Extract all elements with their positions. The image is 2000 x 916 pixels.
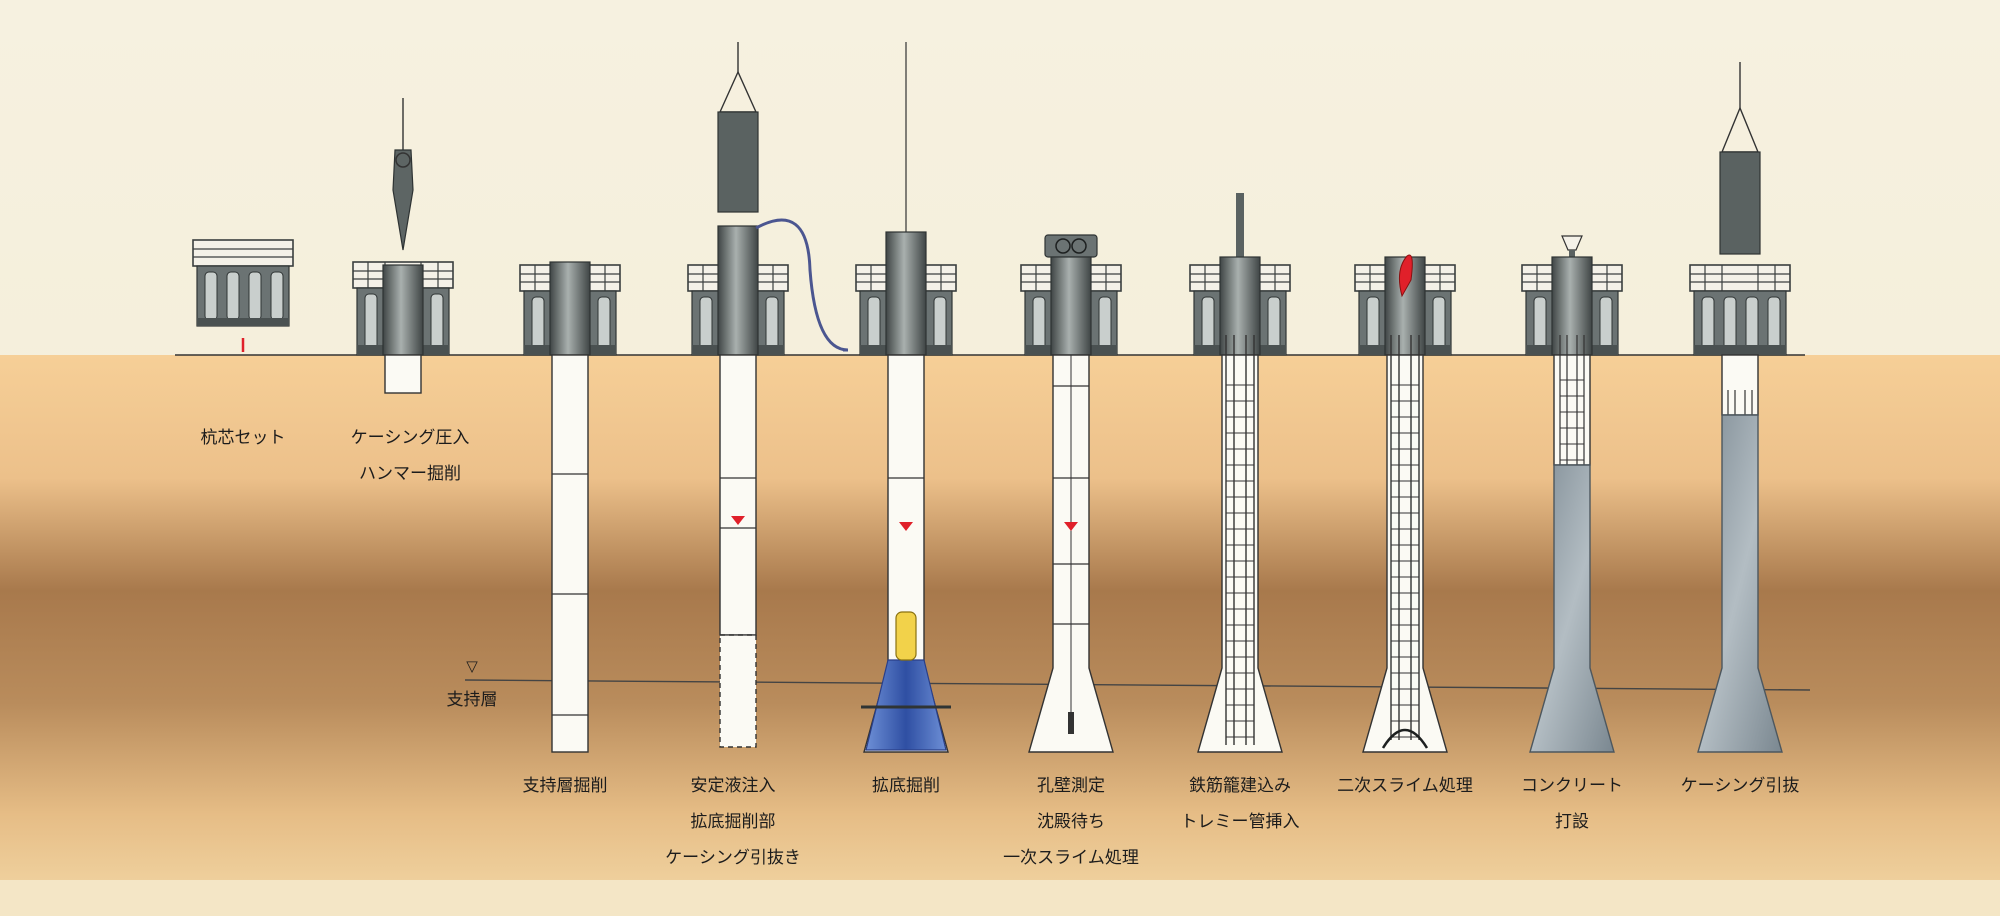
rig-cylinder — [1098, 296, 1112, 350]
step-label-2: ケーシング圧入ハンマー掘削 — [351, 420, 470, 492]
water-level-marker — [899, 522, 913, 531]
rig-cylinder — [867, 296, 881, 350]
rig-cylinder — [1723, 296, 1737, 350]
step-label-line: 支持層掘削 — [522, 776, 608, 796]
rig — [1689, 264, 1791, 356]
rig-cylinder — [933, 296, 947, 350]
step-label-line: 一次スライム処理 — [1003, 848, 1139, 868]
hammer-grab — [392, 149, 414, 251]
rig-cylinder — [1267, 296, 1281, 350]
rig-cylinder — [1701, 296, 1715, 350]
rig-cylinder — [1201, 296, 1215, 350]
casing — [885, 231, 927, 356]
bottom-band — [0, 880, 2000, 916]
ground-layer — [0, 355, 2000, 916]
tremie-pipe-top — [1236, 193, 1244, 303]
step-label-5: 拡底掘削 — [872, 768, 940, 804]
rig-cylinder — [1767, 296, 1781, 350]
bearing-layer-symbol: ▽ — [466, 657, 478, 675]
rig-cylinder — [364, 293, 378, 350]
step-label-4: 安定液注入拡底掘削部ケーシング引抜き — [665, 768, 801, 876]
rig-cylinder — [226, 271, 240, 321]
rig-cylinder — [1032, 296, 1046, 350]
stations-group — [192, 42, 1791, 753]
rig-cylinder — [270, 271, 284, 321]
concrete-body — [1529, 464, 1615, 753]
measuring-device — [1044, 234, 1098, 258]
hammer-weight — [717, 111, 759, 213]
casing — [717, 225, 759, 356]
step-label-1: 杭芯セット — [201, 420, 286, 456]
bearing-layer-label: 支持層 — [446, 690, 498, 710]
casing — [1050, 256, 1092, 356]
rig-frame — [192, 239, 294, 267]
step-label-line: トレミー管挿入 — [1180, 812, 1300, 832]
pile-hole-extension — [719, 634, 757, 748]
step-label-line: ケーシング引抜き — [665, 848, 801, 868]
step-label-line: 鉄筋籠建込み — [1189, 776, 1291, 796]
step-label-line: 打設 — [1555, 812, 1589, 832]
pile-hole — [1362, 354, 1448, 753]
casing — [549, 261, 591, 356]
step-label-line: 拡底掘削部 — [690, 812, 776, 832]
step-label-line: 孔壁測定 — [1036, 776, 1105, 796]
rig-cylinder — [1432, 296, 1446, 350]
rig-base — [1694, 345, 1786, 355]
rig-cylinder — [430, 293, 444, 350]
water-level-marker — [1064, 522, 1078, 531]
step-label-3: 支持層掘削 — [523, 768, 608, 804]
rig-cylinder — [531, 296, 545, 350]
pile-hole — [551, 354, 589, 753]
pile-hole — [719, 354, 757, 636]
pile-hole — [1197, 354, 1283, 753]
slurry-hose — [755, 218, 849, 352]
rig-cylinder — [699, 296, 713, 350]
suction-head — [1398, 254, 1413, 298]
step-label-10: ケーシング引抜 — [1681, 768, 1800, 804]
step-label-line: ケーシング引抜 — [1680, 776, 1800, 796]
step-label-6: 孔壁測定沈殿待ち一次スライム処理 — [1003, 768, 1139, 876]
rig-cylinder — [597, 296, 611, 350]
rig-base — [197, 318, 289, 326]
reel — [1055, 238, 1071, 254]
casing — [1551, 256, 1593, 356]
rig-cylinder — [1366, 296, 1380, 350]
rig-cylinder — [1745, 296, 1759, 350]
step-label-line: 沈殿待ち — [1036, 812, 1105, 832]
step-label-line: 二次スライム処理 — [1337, 776, 1473, 796]
rig-frame — [1689, 264, 1791, 292]
reamer-head — [895, 611, 917, 661]
rig-cylinder — [765, 296, 779, 350]
hook — [395, 152, 411, 168]
concrete-body — [1697, 414, 1783, 753]
casing — [382, 264, 424, 356]
rig-cylinder — [1599, 296, 1613, 350]
step-label-7: 鉄筋籠建込みトレミー管挿入 — [1181, 768, 1300, 840]
hammer-weight — [1719, 151, 1761, 255]
water-level-marker — [731, 516, 745, 525]
step-label-line: コンクリート — [1521, 776, 1623, 796]
reel — [1071, 238, 1087, 254]
step-label-line: 安定液注入 — [690, 776, 776, 796]
sounding-weight — [1068, 712, 1074, 734]
step-label-9: コンクリート打設 — [1521, 768, 1623, 840]
step-label-line: 杭芯セット — [200, 428, 286, 448]
step-label-8: 二次スライム処理 — [1337, 768, 1473, 804]
rig — [192, 239, 294, 327]
step-label-line: 拡底掘削 — [872, 776, 940, 796]
slime-flow — [1381, 728, 1429, 749]
step-label-line: ケーシング圧入 — [350, 428, 470, 448]
hopper — [1561, 235, 1583, 251]
pile-hole — [384, 354, 422, 394]
rig-cylinder — [248, 271, 262, 321]
rig-cylinder — [204, 271, 218, 321]
rig-cylinder — [1533, 296, 1547, 350]
step-label-line: ハンマー掘削 — [358, 464, 461, 484]
